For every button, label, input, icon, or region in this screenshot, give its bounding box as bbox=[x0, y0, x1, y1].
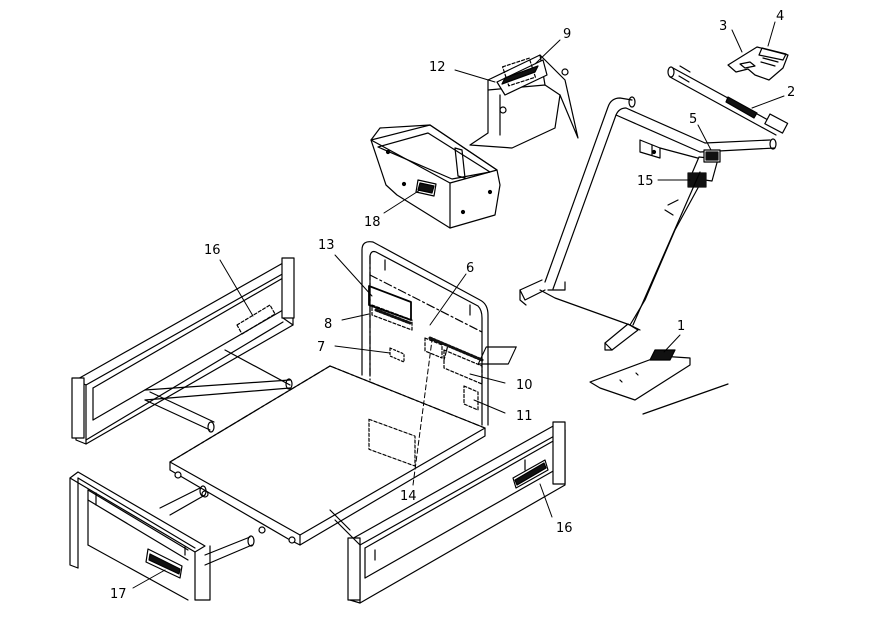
callout-3: 3 bbox=[719, 19, 727, 34]
callout-17: 17 bbox=[110, 587, 127, 602]
callout-5: 5 bbox=[689, 112, 697, 127]
front-end-rail bbox=[69, 471, 255, 601]
callout-12: 12 bbox=[429, 60, 446, 75]
callout-6: 6 bbox=[466, 261, 474, 276]
callout-8: 8 bbox=[324, 317, 332, 332]
callout-16-right: 16 bbox=[556, 521, 573, 536]
callout-15: 15 bbox=[637, 174, 654, 189]
callout-11: 11 bbox=[516, 409, 533, 424]
rear-rail-frame bbox=[361, 241, 489, 467]
callout-18: 18 bbox=[364, 215, 381, 230]
mount-bracket bbox=[469, 54, 579, 149]
callout-2: 2 bbox=[787, 85, 795, 100]
deck-platform bbox=[169, 365, 486, 546]
left-side-rail bbox=[71, 257, 295, 445]
leader-lines bbox=[132, 21, 785, 589]
callout-9: 9 bbox=[563, 27, 571, 42]
callout-10: 10 bbox=[516, 378, 533, 393]
callout-7: 7 bbox=[317, 340, 325, 355]
support-bar bbox=[667, 65, 789, 136]
callout-13: 13 bbox=[318, 238, 335, 253]
callout-4: 4 bbox=[776, 9, 784, 24]
callout-labels: 1 2 3 4 5 6 7 8 9 10 11 12 13 14 15 16 1… bbox=[110, 9, 795, 602]
bracket-plate bbox=[727, 46, 789, 81]
right-side-rail bbox=[329, 421, 566, 604]
callout-1: 1 bbox=[677, 319, 685, 334]
callout-14: 14 bbox=[400, 489, 417, 504]
handle-frame bbox=[519, 96, 777, 351]
basket bbox=[370, 124, 501, 229]
callout-16-left: 16 bbox=[204, 243, 221, 258]
